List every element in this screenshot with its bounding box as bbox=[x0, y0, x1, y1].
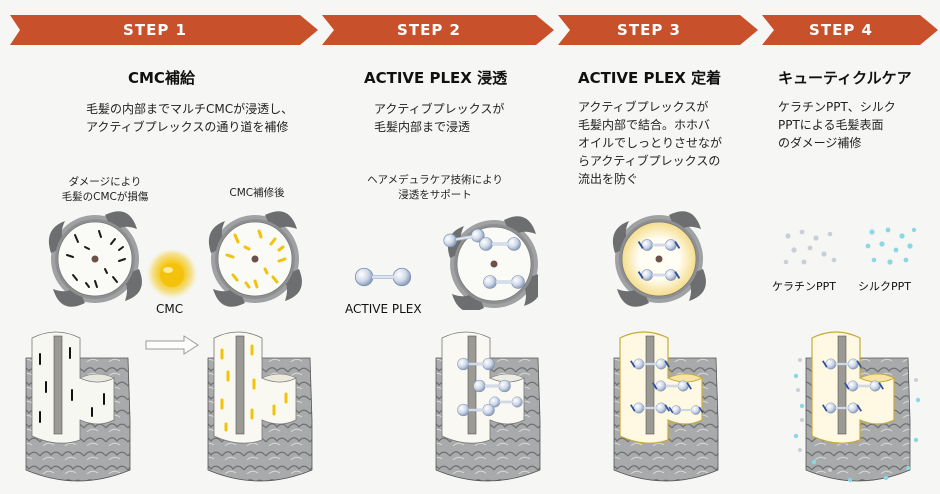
step-2-heading: ACTIVE PLEX 浸透 bbox=[364, 69, 508, 87]
step-1-label: STEP 1 bbox=[123, 21, 187, 39]
silk-ppt-particles bbox=[865, 227, 917, 265]
step-1-description: 毛髪の内部までマルチCMCが浸透し、 アクティブプレックスの通り道を補修 bbox=[86, 102, 294, 134]
repaired-hair-cross-section bbox=[208, 211, 302, 307]
cmc-particle bbox=[146, 250, 198, 302]
cmc-label: CMC bbox=[156, 302, 184, 316]
silk-ppt-label: シルクPPT bbox=[858, 280, 911, 293]
cuticle-care-hair-shaft bbox=[793, 331, 921, 483]
plex-penetrating-cross-section bbox=[441, 216, 538, 310]
damaged-hair-shaft bbox=[25, 331, 131, 482]
repaired-hair-shaft bbox=[207, 331, 313, 482]
step-2-bar: STEP 2 bbox=[322, 15, 554, 45]
step-3-label: STEP 3 bbox=[617, 21, 681, 39]
step-4-heading: キューティクルケア bbox=[778, 69, 912, 87]
keratin-ppt-label: ケラチンPPT bbox=[772, 280, 836, 293]
step-1-repaired-note: CMC補修後 bbox=[229, 187, 285, 199]
keratin-ppt-particles bbox=[783, 229, 837, 265]
active-plex-label: ACTIVE PLEX bbox=[345, 302, 422, 316]
step-1-bar: STEP 1 bbox=[10, 15, 318, 45]
plex-bound-hair-shaft bbox=[613, 331, 719, 482]
plex-bound-cross-section bbox=[612, 211, 706, 307]
step-4-label: STEP 4 bbox=[809, 21, 873, 39]
step-3-bar: STEP 3 bbox=[558, 15, 758, 45]
damaged-hair-cross-section bbox=[48, 211, 142, 307]
plex-penetrating-hair-shaft bbox=[435, 331, 541, 482]
step-3-heading: ACTIVE PLEX 定着 bbox=[578, 69, 722, 87]
step-1-damage-note: ダメージにより 毛髪のCMCが損傷 bbox=[61, 176, 149, 203]
step-3-description: アクティブプレックスが 毛髪内部で結合。ホホバ オイルでしっとりさせなが らアク… bbox=[578, 100, 723, 186]
step-4-description: ケラチンPPT、シルク PPTによる毛髪表面 のダメージ補修 bbox=[778, 100, 896, 150]
step-1-heading: CMC補給 bbox=[128, 69, 195, 87]
step-4-bar: STEP 4 bbox=[762, 15, 938, 45]
step-2-support-note: ヘアメデュラケア技術により 浸透をサポート bbox=[367, 174, 503, 201]
step-2-description: アクティブプレックスが 毛髪内部まで浸透 bbox=[374, 102, 505, 134]
arrow-icon bbox=[145, 335, 199, 355]
step-2-label: STEP 2 bbox=[397, 21, 461, 39]
active-plex-particle bbox=[346, 262, 420, 292]
